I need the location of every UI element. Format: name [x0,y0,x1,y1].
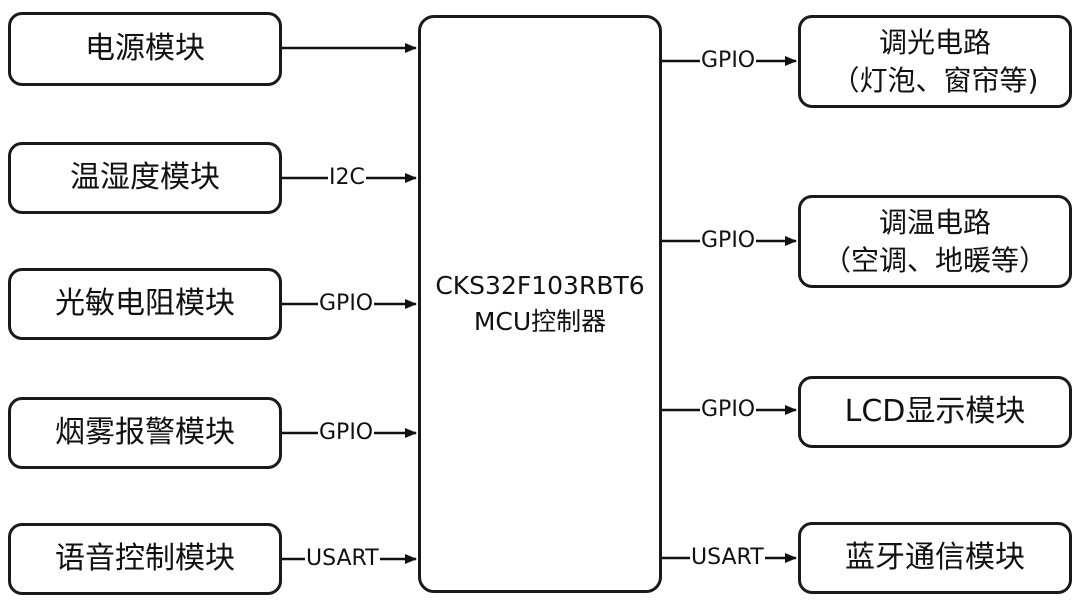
bluetooth-module-label: 蓝牙通信模块 [845,540,1025,575]
dimming-circuit: 调光电路 （灯泡、窗帘等) [798,15,1072,108]
power-module-label: 电源模块 [85,31,205,66]
interface-label-usart-voice: USART [305,546,380,572]
temp-control-circuit-title: 调温电路 [878,205,991,239]
lcd-display-module-label: LCD显示模块 [844,394,1026,429]
interface-label-gpio-dimming: GPIO [700,48,757,74]
mcu-model: CKS32F103RBT6 [435,271,645,300]
dimming-circuit-examples: （灯泡、窗帘等) [831,63,1039,97]
interface-label-gpio-light: GPIO [318,291,375,317]
interface-label-gpio-smoke: GPIO [318,420,375,446]
bluetooth-module: 蓝牙通信模块 [798,522,1072,594]
interface-label-gpio-temp: GPIO [700,228,757,254]
temp-humidity-module: 温湿度模块 [8,142,282,214]
dimming-circuit-title: 调光电路 [878,25,991,59]
mcu-label: MCU控制器 [473,307,607,336]
smoke-alarm-module-label: 烟雾报警模块 [55,415,235,450]
temp-control-circuit: 调温电路 （空调、地暖等） [798,195,1072,288]
power-module: 电源模块 [8,12,282,86]
lcd-display-module: LCD显示模块 [798,376,1072,448]
interface-label-usart-bluetooth: USART [690,545,765,571]
interface-label-gpio-lcd: GPIO [700,397,757,423]
light-sensor-module: 光敏电阻模块 [8,268,282,340]
smoke-alarm-module: 烟雾报警模块 [8,397,282,469]
light-sensor-module-label: 光敏电阻模块 [55,286,235,321]
interface-label-i2c: I2C [328,165,366,191]
voice-control-module: 语音控制模块 [8,523,282,595]
mcu-controller: CKS32F103RBT6 MCU控制器 [418,15,662,593]
voice-control-module-label: 语音控制模块 [55,541,235,576]
temp-humidity-module-label: 温湿度模块 [70,160,220,195]
temp-control-circuit-examples: （空调、地暖等） [822,243,1047,277]
